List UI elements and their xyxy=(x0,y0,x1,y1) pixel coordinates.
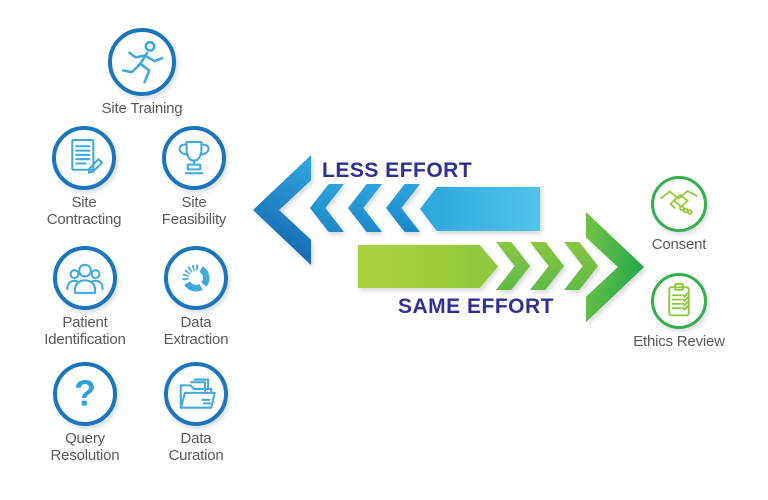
item-label: Ethics Review xyxy=(633,333,725,350)
green-arrow-bar xyxy=(358,245,498,288)
chevron-left-icon xyxy=(386,184,420,232)
left-item-site-contracting: Site Contracting xyxy=(19,126,149,229)
item-label: Site Training xyxy=(101,100,183,117)
handshake-icon xyxy=(651,176,707,232)
item-label: Site Contracting xyxy=(46,194,122,228)
chevron-right-icon xyxy=(564,242,598,290)
chevron-right-icon xyxy=(530,242,564,290)
item-label: Patient Identification xyxy=(44,314,126,348)
clipboard-checklist-icon xyxy=(651,273,707,329)
chevron-right-icon xyxy=(496,242,530,290)
svg-text:?: ? xyxy=(74,373,96,414)
folder-files-icon xyxy=(164,362,228,426)
blue-arrow-bar xyxy=(420,187,540,231)
right-item-ethics-review: Ethics Review xyxy=(614,273,744,351)
item-label: Query Resolution xyxy=(50,430,120,464)
runner-icon xyxy=(108,28,176,96)
item-label: Consent xyxy=(651,236,707,253)
left-item-query-resolution: ? Query Resolution xyxy=(20,362,150,465)
trophy-icon xyxy=(162,126,226,190)
item-label: Site Feasibility xyxy=(161,194,227,228)
people-group-icon xyxy=(53,246,117,310)
donut-chart-icon xyxy=(164,246,228,310)
chevron-left-icon xyxy=(348,184,382,232)
item-label: Data Extraction xyxy=(163,314,229,348)
right-item-consent: Consent xyxy=(614,176,744,254)
same-effort-label: SAME EFFORT xyxy=(398,295,554,318)
left-item-data-curation: Data Curation xyxy=(131,362,261,465)
left-item-site-feasibility: Site Feasibility xyxy=(129,126,259,229)
document-pencil-icon xyxy=(52,126,116,190)
left-item-patient-identification: Patient Identification xyxy=(20,246,150,349)
left-item-site-training: Site Training xyxy=(77,28,207,118)
item-label: Data Curation xyxy=(168,430,224,464)
question-mark-icon: ? xyxy=(53,362,117,426)
left-item-data-extraction: Data Extraction xyxy=(131,246,261,349)
chevron-left-icon xyxy=(310,184,344,232)
less-effort-label: LESS EFFORT xyxy=(322,159,473,182)
arrowhead-left-icon xyxy=(253,155,311,265)
